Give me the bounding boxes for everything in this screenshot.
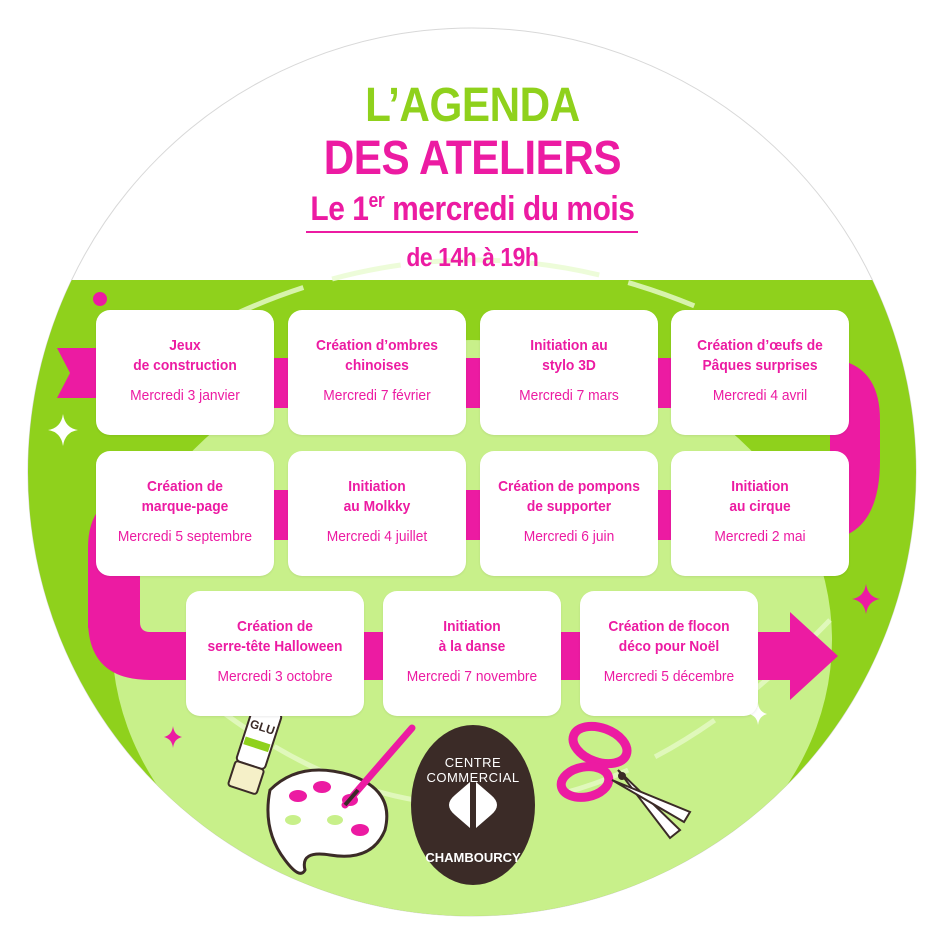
ateliers-title: DES ATELIERS [323, 132, 622, 185]
logo-chambourcy-text: CHAMBOURCY [425, 850, 521, 865]
white-sparkle-icon [48, 414, 78, 446]
workshop-date: Mercredi 5 décembre [603, 668, 735, 685]
workshop-date: Mercredi 7 novembre [406, 668, 538, 685]
pink-sparkle-icon [164, 726, 182, 748]
hours-text: de 14h à 19h [406, 242, 539, 272]
subtitle-superscript: er [368, 190, 385, 212]
workshop-date: Mercredi 7 février [323, 387, 431, 404]
agenda-title: L’AGENDA [365, 79, 580, 132]
workshop-date: Mercredi 3 janvier [130, 387, 240, 404]
schedule-subtitle: Le 1er mercredi du mois [57, 190, 889, 229]
workshop-date: Mercredi 6 juin [523, 528, 615, 545]
paint-palette-icon [266, 724, 416, 875]
scissors-icon [556, 721, 692, 840]
subtitle-underline [306, 231, 638, 233]
logo-commercial-text: COMMERCIAL [426, 770, 520, 785]
white-sparkle-icon [749, 703, 767, 725]
workshop-date: Mercredi 5 septembre [117, 528, 253, 545]
glue-stick-icon: GLU [227, 705, 283, 795]
logo-centre-text: CENTRE [444, 755, 502, 770]
workshop-date: Mercredi 7 mars [519, 387, 619, 404]
carrefour-logo-badge [411, 725, 535, 885]
subtitle-suffix: mercredi du mois [384, 190, 635, 228]
workshop-date: Mercredi 2 mai [714, 528, 806, 545]
workshop-date: Mercredi 3 octobre [217, 668, 333, 685]
carrefour-logo-icon [449, 782, 497, 828]
pink-dot [93, 292, 107, 306]
ribbon-arrow-head [790, 612, 838, 700]
subtitle-prefix: Le 1 [310, 190, 369, 228]
pink-sparkle-icon [852, 584, 880, 614]
workshop-date: Mercredi 4 avril [712, 387, 808, 404]
workshop-date: Mercredi 4 juillet [326, 528, 428, 545]
